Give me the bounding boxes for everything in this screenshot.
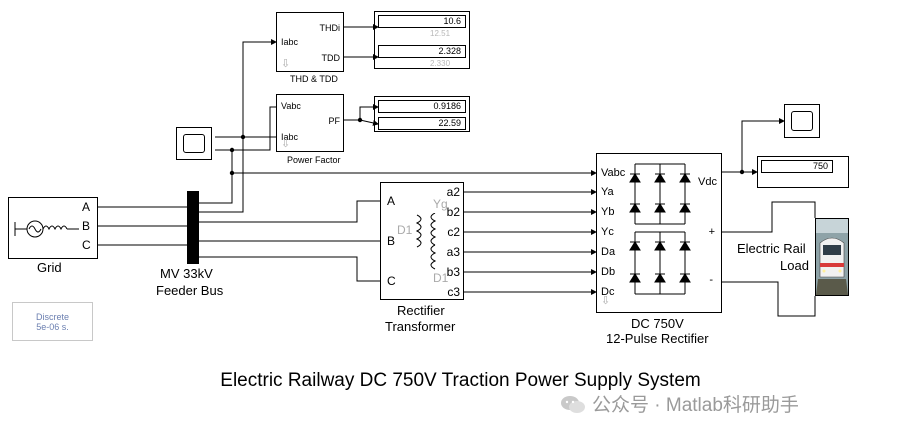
rect-in-yc: Yc	[601, 226, 614, 238]
vdc-display: 750	[761, 160, 833, 173]
rect-in-da: Da	[601, 246, 616, 258]
tdd-ghost: 2.330	[430, 59, 451, 68]
pf-out: PF	[328, 116, 340, 126]
vdc-display-frame	[757, 156, 849, 188]
watermark-text: 公众号 · Matlab科研助手	[592, 395, 799, 416]
tr-label-d1-bottom: D1	[433, 271, 449, 285]
down-arrow-icon: ⇩	[281, 58, 291, 70]
transformer-label-line1: Rectifier	[397, 303, 445, 318]
thd-displays-frame	[374, 11, 470, 69]
tr-out-b2: b2	[446, 205, 460, 219]
thd-label: THD & TDD	[290, 74, 338, 84]
thd-out-thdi: THDi	[319, 23, 341, 33]
tr-out-c3: c3	[447, 285, 460, 299]
tr-in-b: B	[387, 234, 396, 248]
transformer-label-line2: Transformer	[385, 319, 456, 334]
load-block[interactable]	[815, 218, 849, 296]
thdi-value: 10.6	[443, 16, 461, 26]
watermark: 公众号 · Matlab科研助手	[560, 390, 799, 417]
rect-in-ya: Ya	[601, 186, 614, 198]
grid-block[interactable]: A B C	[8, 197, 98, 259]
pf-value: 0.9186	[433, 101, 461, 111]
thdi-ghost: 12.51	[430, 29, 451, 38]
tr-out-a3: a3	[446, 245, 460, 259]
pf-in-vabc: Vabc	[281, 101, 301, 111]
rect-in-db: Db	[601, 266, 616, 278]
pf-display: 0.9186	[378, 100, 466, 113]
rect-in-dc: Dc	[601, 286, 615, 298]
ac-source-icon	[14, 220, 79, 238]
load-label-line2: Load	[780, 258, 809, 273]
tr-in-c: C	[387, 274, 396, 288]
grid-port-a: A	[82, 200, 91, 214]
transformer-block[interactable]: A B C a2 b2 c2 a3 b3 c3 Yg D1 D1	[380, 182, 464, 300]
tdd-display: 2.328	[378, 45, 466, 58]
tr-out-b3: b3	[446, 265, 460, 279]
rect-in-vabc: Vabc	[601, 167, 626, 179]
down-arrow-icon: ⇩	[601, 295, 611, 307]
down-arrow-icon: ⇩	[281, 138, 291, 150]
train-icon	[816, 219, 848, 295]
pf-displays-frame	[374, 96, 470, 132]
diagram-title: Electric Railway DC 750V Traction Power …	[220, 370, 701, 391]
tr-out-a2: a2	[446, 185, 460, 199]
wechat-icon	[561, 395, 585, 413]
vdc-value: 750	[812, 161, 828, 171]
solver-line1: Discrete	[35, 312, 69, 322]
tr-in-a: A	[387, 194, 396, 208]
rect-out-vdc: Vdc	[698, 176, 717, 188]
rectifier-label-line1: DC 750V	[631, 316, 684, 331]
thd-out-tdd: TDD	[321, 53, 341, 63]
bus-label-line1: MV 33kV	[160, 266, 213, 281]
scope-icon[interactable]	[784, 104, 820, 138]
feeder-bus-bar[interactable]	[187, 191, 199, 264]
tr-label-yg: Yg	[433, 197, 448, 211]
tr-out-c2: c2	[447, 225, 460, 239]
tr-label-d1-left: D1	[397, 223, 413, 237]
thd-in-port: Iabc	[281, 37, 299, 47]
bus-label-line2: Feeder Bus	[156, 283, 224, 298]
rect-in-yb: Yb	[601, 206, 615, 218]
pf-angle-display: 22.59	[378, 117, 466, 130]
transformer-coil-icon	[415, 213, 437, 270]
grid-label: Grid	[37, 260, 62, 275]
rect-minus: -	[709, 274, 713, 286]
rectifier-block[interactable]: Vabc Ya Yb Yc Da Db Dc Vdc + - ⇩	[596, 153, 722, 313]
pf-angle-value: 22.59	[438, 118, 461, 128]
thdi-display: 10.6	[378, 15, 466, 28]
grid-port-c: C	[82, 238, 91, 252]
grid-port-b: B	[82, 219, 91, 233]
scope-icon[interactable]	[176, 127, 212, 160]
rectifier-label-line2: 12-Pulse Rectifier	[606, 331, 709, 346]
pf-in-iabc: Iabc	[281, 132, 299, 142]
solver-line2: 5e-06 s.	[36, 322, 69, 332]
load-label-line1: Electric Rail	[737, 241, 806, 256]
power-factor-block[interactable]: Vabc Iabc PF ⇩	[276, 94, 344, 152]
thd-tdd-block[interactable]: Iabc THDi TDD ⇩	[276, 12, 344, 72]
tdd-value: 2.328	[438, 46, 461, 56]
rect-plus: +	[708, 226, 715, 238]
thyristor-icon	[629, 163, 691, 295]
solver-block[interactable]: Discrete 5e-06 s.	[12, 302, 93, 341]
pf-label: Power Factor	[287, 155, 341, 165]
